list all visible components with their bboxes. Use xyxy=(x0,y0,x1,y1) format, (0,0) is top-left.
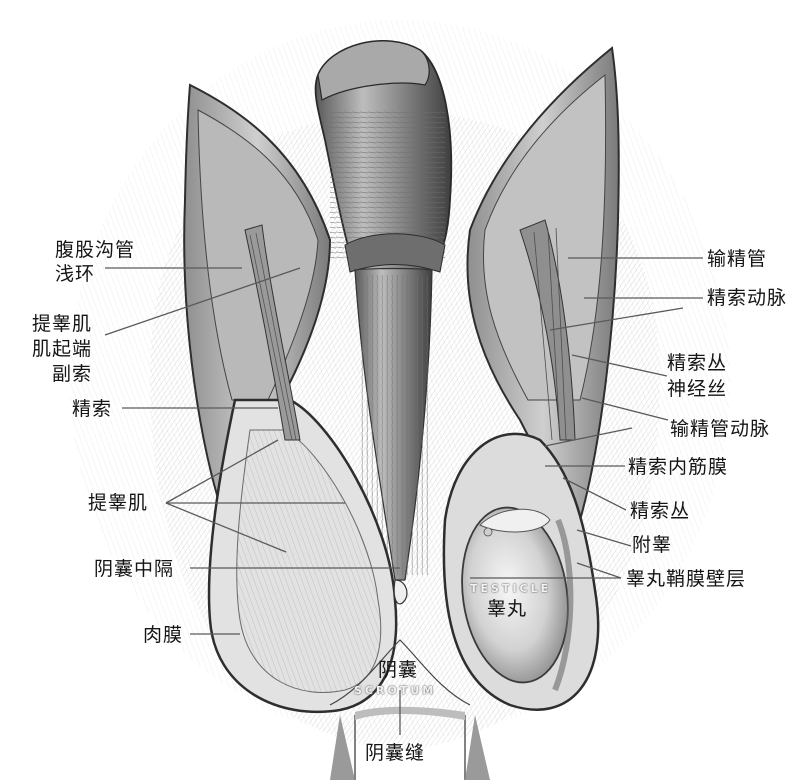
label-testicular-artery: 精索动脉 xyxy=(707,286,787,310)
label-line: 提睾肌 xyxy=(88,492,149,514)
label-pampiniform-plexus: 精索丛 xyxy=(630,499,690,523)
penis xyxy=(314,40,453,581)
label-scrotal-septum: 阴囊中隔 xyxy=(94,557,174,581)
label-line: 输精管 xyxy=(707,248,768,270)
label-line: 副索 xyxy=(52,363,93,385)
label-line: 腹股沟管 xyxy=(55,239,136,261)
label-dartos: 肉膜 xyxy=(143,623,183,647)
label-line: 提睾肌 xyxy=(32,313,93,335)
label-vas-deferens: 输精管 xyxy=(707,247,767,271)
label-internal-spermatic-fascia: 精索内筋膜 xyxy=(628,455,728,479)
label-line: 阴囊中隔 xyxy=(94,558,175,580)
label-line: 浅环 xyxy=(55,263,96,285)
label-line: 肉膜 xyxy=(143,624,184,646)
label-epididymis: 附睾 xyxy=(632,533,672,557)
testis-shape xyxy=(461,506,569,684)
label-line: 肌起端 xyxy=(32,338,93,360)
label-superficial-inguinal-ring: 腹股沟管 浅环 xyxy=(55,238,135,286)
label-tunica-vaginalis: 睾丸鞘膜壁层 xyxy=(626,567,746,591)
label-line: 输精管动脉 xyxy=(670,418,771,440)
label-line: 附睾 xyxy=(632,534,673,556)
label-line: 精索丛 xyxy=(667,352,728,374)
label-line: 精索内筋膜 xyxy=(628,456,729,478)
label-testicle: 睾丸 xyxy=(487,598,528,620)
label-scrotum: 阴囊 xyxy=(378,659,419,681)
left-scrotal-sac xyxy=(207,224,398,714)
label-raphe: 阴囊缝 xyxy=(365,741,425,765)
label-line: 精索丛 xyxy=(630,500,691,522)
label-cremaster-origin: 提睾肌 肌起端 副索 xyxy=(32,312,92,387)
testicle-engraved-label: TESTICLE xyxy=(470,582,552,595)
label-artery-of-vas: 输精管动脉 xyxy=(670,417,770,441)
label-spermatic-plexus-nerves: 精索丛 神经丝 xyxy=(667,350,727,402)
leader-lines xyxy=(104,257,703,735)
label-line: 阴囊缝 xyxy=(365,742,426,764)
label-line: 神经丝 xyxy=(667,378,728,400)
scrotum-engraved-label: SCROTUM xyxy=(354,684,437,697)
label-line: 精索 xyxy=(72,398,113,420)
right-scrotal-sac xyxy=(442,219,600,711)
label-line: 睾丸鞘膜壁层 xyxy=(626,568,747,590)
label-line: 精索动脉 xyxy=(707,287,788,309)
label-spermatic-cord: 精索 xyxy=(72,397,112,421)
scrotal-septum-shape xyxy=(329,579,490,780)
label-cremaster-muscle: 提睾肌 xyxy=(88,491,148,515)
